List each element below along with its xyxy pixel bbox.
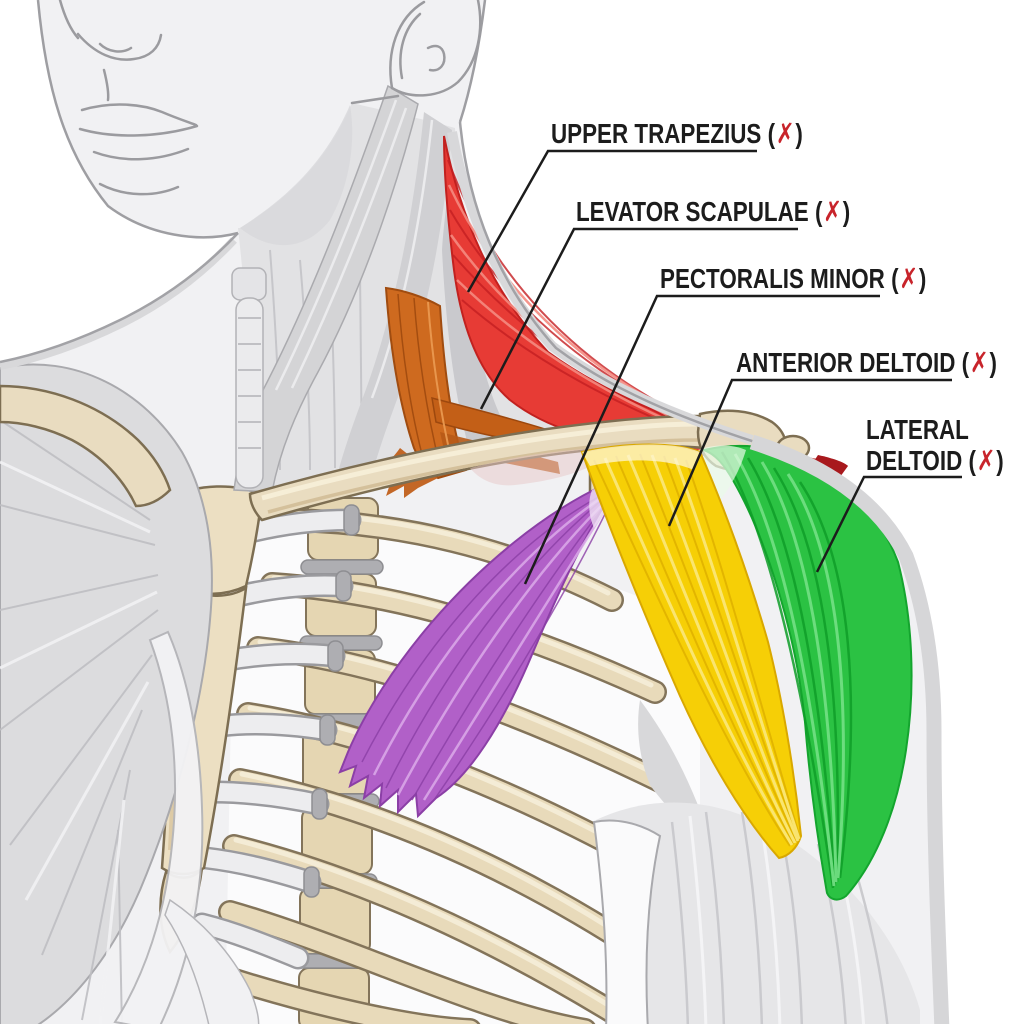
label-text: ) xyxy=(795,118,803,149)
arm-muscles xyxy=(592,700,920,1024)
pectoralis-minor-muscle xyxy=(338,482,616,819)
ribs xyxy=(190,504,680,1024)
x-mark-icon: ✗ xyxy=(899,262,919,295)
anterior-deltoid-muscle xyxy=(580,443,803,860)
label-text: UPPER TRAPEZIUS ( xyxy=(551,118,776,149)
label-text: ) xyxy=(918,263,927,294)
x-mark-icon: ✗ xyxy=(775,117,795,150)
x-mark-icon: ✗ xyxy=(823,195,842,228)
label-pectoralis-minor: PECTORALIS MINOR (✗) xyxy=(660,263,926,294)
body-outline xyxy=(0,0,950,1024)
lateral-deltoid-muscle xyxy=(698,444,913,901)
label-text: ) xyxy=(996,445,1004,476)
label-levator-scapulae: LEVATOR SCAPULAE (✗) xyxy=(576,196,850,227)
label-text: ) xyxy=(842,196,851,227)
label-upper-trapezius: UPPER TRAPEZIUS (✗) xyxy=(551,118,803,149)
face-features xyxy=(58,0,482,196)
label-text: DELTOID ( xyxy=(866,445,976,476)
label-text: LEVATOR SCAPULAE ( xyxy=(576,196,823,227)
label-text: ) xyxy=(989,347,997,378)
label-text: PECTORALIS MINOR ( xyxy=(660,263,899,294)
label-anterior-deltoid: ANTERIOR DELTOID (✗) xyxy=(736,347,997,378)
label-lateral-deltoid: LATERAL DELTOID (✗) xyxy=(866,414,1004,476)
leader-lines xyxy=(466,149,962,585)
pectoralis-major-muscle xyxy=(0,363,260,1024)
x-mark-icon: ✗ xyxy=(969,346,989,379)
label-text: ANTERIOR DELTOID ( xyxy=(736,347,970,378)
label-text: LATERAL xyxy=(866,414,969,445)
x-mark-icon: ✗ xyxy=(976,444,996,477)
